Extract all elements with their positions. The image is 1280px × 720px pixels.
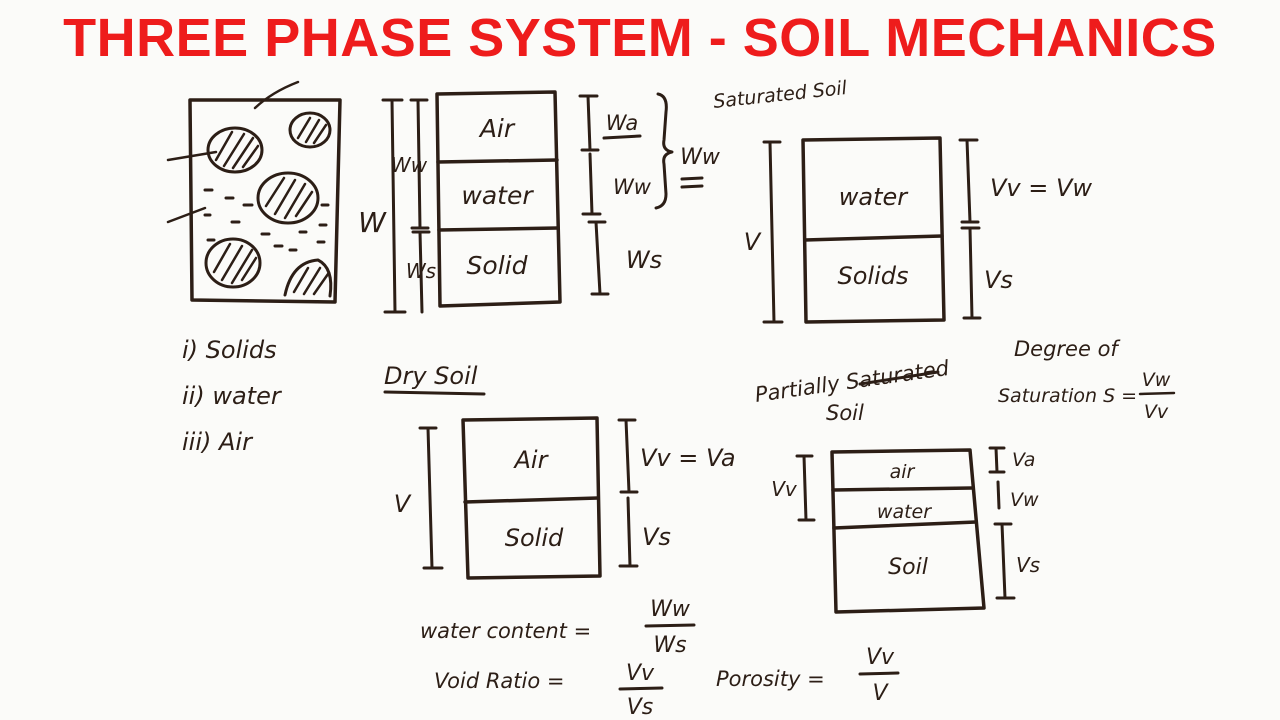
partial-label-vv: Vv: [771, 477, 798, 501]
water-content-numerator: Ww: [650, 597, 691, 622]
saturated-layer-solids: Solids: [838, 262, 909, 290]
three-phase-block: Air water Solid W Ww Ws Wa Ww Ww Ws: [358, 90, 721, 314]
layer-water: water: [461, 181, 534, 210]
partial-heading-line2: Soil: [826, 401, 864, 425]
porosity-label: Porosity =: [716, 667, 825, 691]
saturated-soil-diagram: Saturated Soil water Solids V Vv = Vw Vs: [712, 77, 1092, 324]
partial-layer-water: water: [877, 501, 932, 523]
water-dashes: [203, 188, 330, 252]
water-content-label: water content =: [420, 619, 591, 643]
phases-list: i) Solids ii) water iii) Air: [182, 336, 283, 456]
label-ww-right: Ww: [613, 175, 652, 199]
partial-layer-soil: Soil: [888, 555, 928, 580]
dry-heading: Dry Soil: [384, 362, 478, 390]
void-ratio-numerator: Vv: [626, 661, 655, 686]
page-title: THREE PHASE SYSTEM - SOIL MECHANICS: [63, 8, 1217, 68]
saturated-label-v: V: [744, 228, 762, 256]
partial-label-vw: Vw: [1010, 489, 1039, 511]
phase-water: ii) water: [182, 382, 283, 410]
dry-label-vs: Vs: [642, 523, 671, 551]
label-wa: Wa: [606, 111, 638, 135]
formula-porosity: Porosity = Vv V: [716, 645, 900, 706]
dry-soil-diagram: Dry Soil Air Solid V Vv = Va Vs: [383, 362, 736, 580]
partial-label-vs: Vs: [1016, 553, 1040, 577]
degree-line2: Saturation S =: [998, 385, 1137, 407]
layer-air: Air: [478, 114, 516, 143]
porosity-denominator: V: [872, 681, 889, 706]
phase-solids: i) Solids: [182, 336, 277, 364]
degree-line1: Degree of: [1014, 337, 1121, 361]
dry-label-vv-va: Vv = Va: [640, 444, 736, 472]
degree-numerator: Vw: [1142, 369, 1171, 391]
formula-void-ratio: Void Ratio = Vv Vs: [434, 661, 664, 720]
formula-water-content: water content = Ww Ws: [420, 597, 696, 658]
saturated-label-vs: Vs: [984, 266, 1013, 294]
label-ww-brace: Ww: [680, 145, 721, 170]
degree-of-saturation: Degree of Saturation S = Vw Vv: [998, 337, 1176, 423]
label-total-weight: W: [358, 206, 387, 239]
partial-layer-air: air: [890, 461, 916, 483]
soil-particles: [204, 111, 333, 298]
water-content-denominator: Ws: [653, 633, 686, 658]
void-ratio-label: Void Ratio =: [434, 669, 564, 693]
layer-solid: Solid: [467, 251, 528, 280]
saturated-layer-water: water: [839, 183, 910, 211]
dry-layer-air: Air: [513, 446, 550, 474]
partial-label-va: Va: [1012, 449, 1035, 471]
void-ratio-denominator: Vs: [627, 695, 654, 720]
soil-sample-sketch: [166, 80, 342, 304]
saturated-label-vv-vw: Vv = Vw: [990, 174, 1092, 202]
label-ws-left: Ws: [406, 259, 436, 283]
dry-layer-solid: Solid: [505, 524, 564, 552]
label-ww-left: Ww: [391, 153, 428, 177]
pointer-lines: [166, 80, 300, 224]
degree-denominator: Vv: [1144, 401, 1169, 423]
dry-label-v: V: [394, 490, 412, 518]
porosity-numerator: Vv: [866, 645, 895, 670]
saturated-heading: Saturated Soil: [712, 77, 848, 113]
phase-air: iii) Air: [182, 428, 254, 456]
partial-heading-line1: Partially Saturated: [753, 356, 951, 407]
label-ws-right: Ws: [626, 246, 662, 274]
